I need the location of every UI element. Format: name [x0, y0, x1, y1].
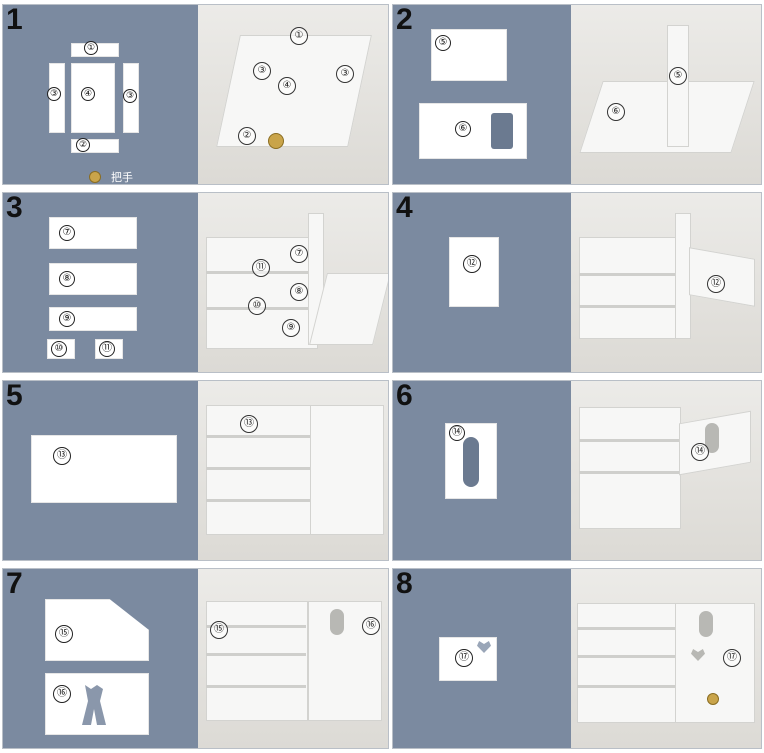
step-4-photo: ⑫: [571, 193, 761, 372]
shelf-line: [206, 653, 306, 656]
step-2-photo: ⑤ ⑥: [571, 5, 761, 184]
shelf-line: [579, 305, 683, 308]
part-13-label: ⑬: [53, 447, 71, 465]
shelf-unit: [577, 603, 677, 723]
step-2-number: 2: [396, 4, 413, 36]
part-3-right-label: ③: [123, 89, 137, 103]
step-8-number: 8: [396, 568, 413, 600]
photo-part-17: ⑰: [723, 649, 741, 667]
photo-part-11: ⑪: [252, 259, 270, 277]
photo-part-12: ⑫: [707, 275, 725, 293]
side-section: [310, 405, 384, 535]
shelf-line: [577, 655, 675, 658]
photo-part-8: ⑧: [290, 283, 308, 301]
part-8-label: ⑧: [59, 271, 75, 287]
drawer-knob-icon: [707, 693, 719, 705]
step-5-panel: 5 ⑬ ⑬: [2, 380, 389, 561]
photo-part-2: ②: [238, 127, 256, 145]
step-6-photo: ⑭: [571, 381, 761, 560]
shelf-line: [579, 439, 679, 442]
part-7-label: ⑦: [59, 225, 75, 241]
shelf-line: [579, 471, 679, 474]
part-16-label: ⑯: [53, 685, 71, 703]
step-6-panel: 6 ⑭ ⑭: [392, 380, 762, 561]
part-12-label: ⑫: [463, 255, 481, 273]
part-6-label: ⑥: [455, 121, 471, 137]
step-8-panel: 8 ⑰ ⑰: [392, 568, 762, 749]
photo-part-14: ⑭: [691, 443, 709, 461]
shelf-line: [579, 273, 683, 276]
part-17-label: ⑰: [455, 649, 473, 667]
part-10-label: ⑩: [51, 341, 67, 357]
step-1-panel: 1 ① ③ ④ ③ ② 把手 ① ③ ④ ③ ②: [2, 4, 389, 185]
step-3-number: 3: [6, 192, 23, 224]
photo-part-9: ⑨: [282, 319, 300, 337]
step-6-number: 6: [396, 380, 413, 412]
step-2-parts-diagram: 2 ⑤ ⑥: [393, 5, 571, 184]
step-5-photo: ⑬: [198, 381, 388, 560]
part-15-label: ⑮: [55, 625, 73, 643]
part-13: [31, 435, 177, 503]
tissue-section: [675, 603, 755, 723]
photo-part-16: ⑯: [362, 617, 380, 635]
step-4-number: 4: [396, 192, 413, 224]
step-3-photo: ⑦ ⑪ ⑧ ⑩ ⑨: [198, 193, 388, 372]
step-4-panel: 4 ⑫ ⑫: [392, 192, 762, 373]
step-7-number: 7: [6, 568, 23, 600]
part-6-window: [491, 113, 513, 149]
shelf-unit: [206, 405, 312, 535]
tissue-slot: [705, 423, 719, 453]
part-1-label: ①: [84, 41, 98, 55]
step-4-parts-diagram: 4 ⑫: [393, 193, 571, 372]
shelf-line: [206, 625, 306, 628]
shelf-line: [206, 467, 310, 470]
step-3-parts-diagram: 3 ⑦ ⑧ ⑨ ⑩ ⑪: [3, 193, 198, 372]
shelf-unit: [579, 407, 681, 529]
handle-knob-icon: [89, 171, 101, 183]
step-1-parts-diagram: 1 ① ③ ④ ③ ② 把手: [3, 5, 198, 184]
part-3-left-label: ③: [47, 87, 61, 101]
step-1-number: 1: [6, 4, 23, 36]
shelf-line: [206, 435, 310, 438]
photo-part-5: ⑤: [669, 67, 687, 85]
step-7-photo: ⑮ ⑯: [198, 569, 388, 748]
part-11-label: ⑪: [99, 341, 115, 357]
part-5-label: ⑤: [435, 35, 451, 51]
step-8-parts-diagram: 8 ⑰: [393, 569, 571, 748]
photo-part-10: ⑩: [248, 297, 266, 315]
photo-knob-icon: [268, 133, 284, 149]
step-3-panel: 3 ⑦ ⑧ ⑨ ⑩ ⑪ ⑦ ⑪ ⑧ ⑩ ⑨: [2, 192, 389, 373]
tissue-slot: [330, 609, 344, 635]
photo-part-15: ⑮: [210, 621, 228, 639]
photo-part-7: ⑦: [290, 245, 308, 263]
part-14-label: ⑭: [449, 425, 465, 441]
photo-part-3a: ③: [253, 62, 271, 80]
shelf-line: [206, 499, 310, 502]
step-8-photo: ⑰: [571, 569, 761, 748]
photo-part-4: ④: [278, 77, 296, 95]
shelf-line: [577, 627, 675, 630]
step-5-parts-diagram: 5 ⑬: [3, 381, 198, 560]
step-7-parts-diagram: 7 ⑮ ⑯: [3, 569, 198, 748]
back-panel: [667, 25, 689, 147]
step-1-photo: ① ③ ④ ③ ②: [198, 5, 388, 184]
shelf-line: [577, 685, 675, 688]
shelf-line: [206, 685, 306, 688]
photo-part-13: ⑬: [240, 415, 258, 433]
shelf-unit: [579, 237, 685, 339]
step-2-panel: 2 ⑤ ⑥ ⑤ ⑥: [392, 4, 762, 185]
part-14-slot: [463, 437, 479, 487]
part-4-label: ④: [81, 87, 95, 101]
tissue-slot: [699, 611, 713, 637]
part-2-label: ②: [76, 138, 90, 152]
step-7-panel: 7 ⑮ ⑯ ⑮ ⑯: [2, 568, 389, 749]
photo-part-1: ①: [290, 27, 308, 45]
part-9-label: ⑨: [59, 311, 75, 327]
photo-part-6: ⑥: [607, 103, 625, 121]
shelf-unit: [206, 601, 308, 721]
step-6-parts-diagram: 6 ⑭: [393, 381, 571, 560]
handle-label: 把手: [111, 172, 133, 184]
photo-part-3b: ③: [336, 65, 354, 83]
step-5-number: 5: [6, 380, 23, 412]
